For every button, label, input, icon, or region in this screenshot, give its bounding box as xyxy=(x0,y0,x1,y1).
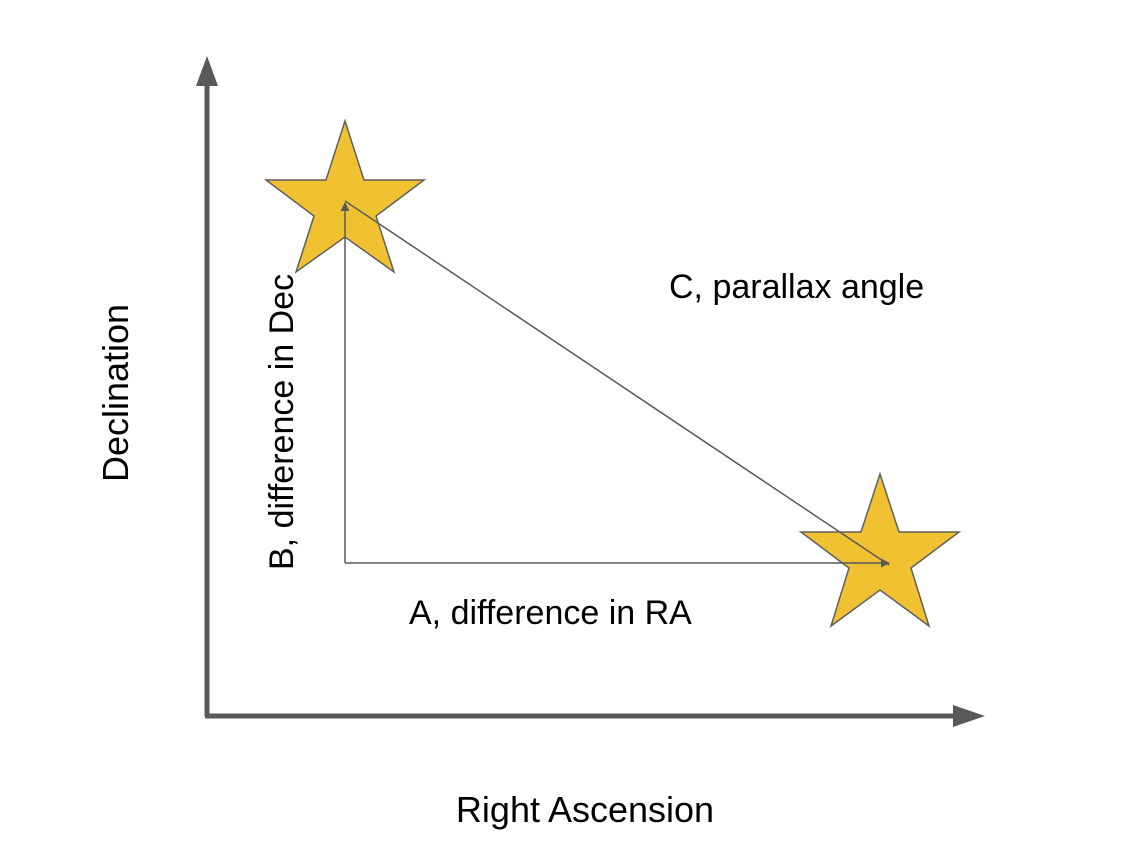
y-axis xyxy=(196,56,218,716)
line-c-parallax xyxy=(344,200,890,566)
x-axis-arrowhead xyxy=(953,705,985,727)
label-a-difference-in-ra: A, difference in RA xyxy=(409,594,692,632)
label-c-parallax-angle: C, parallax angle xyxy=(669,268,924,306)
x-axis-label: Right Ascension xyxy=(456,789,714,830)
y-axis-label: Declination xyxy=(95,304,136,482)
star-lower-right xyxy=(798,471,962,628)
label-b-difference-in-dec: B, difference in Dec xyxy=(263,274,301,570)
y-axis-arrowhead xyxy=(196,56,218,86)
x-axis xyxy=(205,705,985,727)
